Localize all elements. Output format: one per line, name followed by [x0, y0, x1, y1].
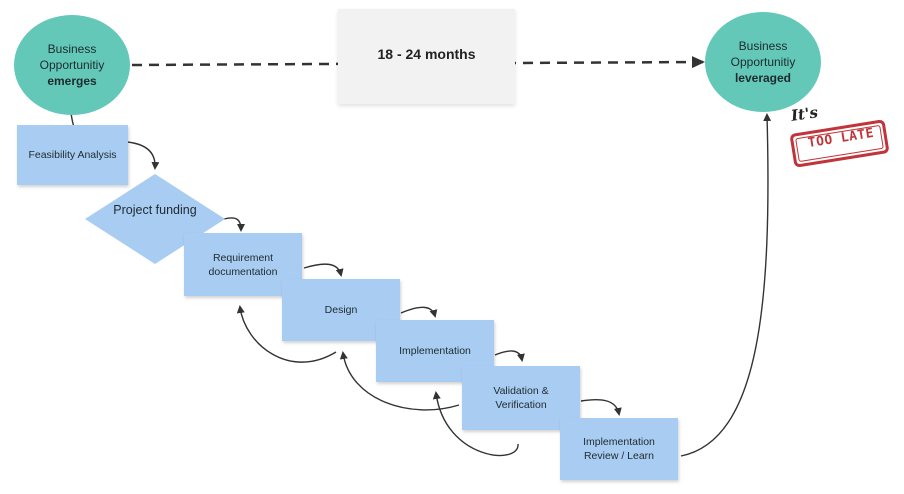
step-review-label: Implementation Review / Learn: [583, 436, 655, 462]
start-node-business-opportunity[interactable]: Business Opportunitiy emerges: [14, 15, 130, 115]
step-implementation-label: Implementation: [399, 345, 471, 357]
step-design-label: Design: [324, 304, 358, 316]
feedback-review-to-implementation: [432, 391, 519, 457]
arrow-feasibility-to-funding: [126, 141, 160, 170]
step-implementation-review[interactable]: Implementation Review / Learn: [560, 418, 678, 480]
step-validation-label: Validation & Verification: [493, 385, 549, 411]
step-feasibility-label: Feasibility Analysis: [28, 149, 117, 161]
start-node-line2: Opportunitiy: [39, 58, 105, 72]
too-late-stamp-frame: [790, 119, 889, 168]
step-implementation[interactable]: Implementation: [376, 320, 494, 382]
step-project-funding-label: Project funding: [113, 203, 197, 217]
step-requirement-label: Requirement documentation: [208, 251, 278, 278]
duration-card: [338, 9, 515, 104]
stamp-prefix: It's: [789, 103, 820, 125]
feedback-validation-to-design: [339, 351, 460, 411]
arrow-review-to-leveraged: [680, 113, 772, 457]
end-node-line2: Opportunitiy: [730, 55, 796, 69]
duration-label: 18 - 24 months: [377, 46, 476, 62]
step-feasibility-analysis[interactable]: Feasibility Analysis: [17, 125, 128, 185]
feedback-design-to-requirements: [236, 305, 337, 363]
timeline-dashed-arrow: [131, 56, 705, 69]
end-node-business-opportunity[interactable]: Business Opportunitiy leveraged: [705, 12, 821, 112]
end-node-line1: Business: [738, 39, 788, 53]
arrow-design-to-implementation: [400, 306, 438, 318]
start-node-line1: Business: [47, 42, 97, 56]
start-node-line3: emerges: [47, 74, 97, 88]
arrow-implementation-to-validation: [494, 350, 525, 362]
arrow-requirements-to-design: [303, 263, 344, 277]
end-node-line3: leveraged: [734, 71, 792, 85]
arrow-funding-to-requirements: [223, 217, 245, 232]
arrow-validation-to-review: [580, 398, 622, 416]
